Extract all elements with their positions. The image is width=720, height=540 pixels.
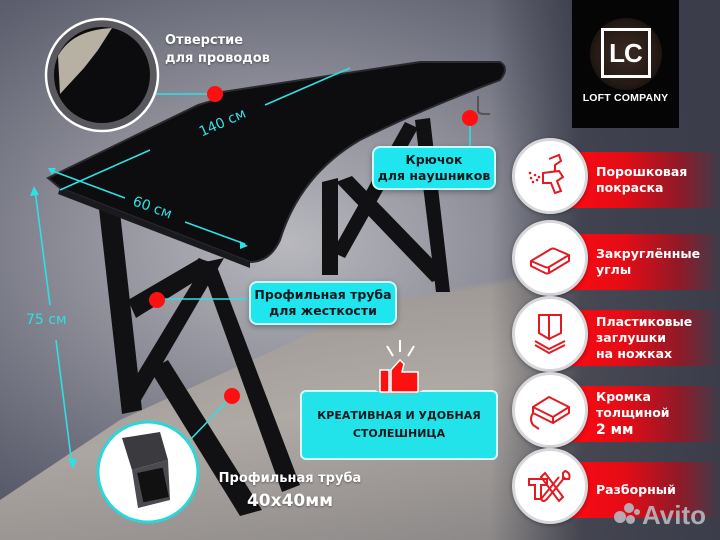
callout-line: для проводов [165,50,270,66]
tools-icon [528,469,571,503]
feature-label: Порошковая покраска [596,152,687,208]
desk-edge [58,188,250,268]
callout-line: Отверстие [165,33,244,48]
stiffener-pipe-callout: Профильная труба для жесткости [249,281,397,325]
feature-powder-coating: Порошковая покраска [512,138,720,216]
avito-watermark: Avito [614,500,706,531]
feature-line: толщиной [596,404,670,420]
feature-band [562,386,720,442]
logo-mark: LC [600,28,651,78]
feature-icon-circle [512,448,588,524]
feature-line: углы [596,262,632,277]
feature-rounded-corners: Закруглённые углы [512,220,720,298]
pipe-zoom [96,420,200,524]
cable-hole-callout: Отверстие для проводов [165,32,270,67]
logo-name: LOFT COMPANY [582,92,669,104]
height-dimension-label: 75 см [26,312,67,328]
avito-wordmark: Avito [642,500,707,530]
brand-logo: LC LOFT COMPANY [572,0,679,128]
feature-line: Разборный [596,481,676,497]
dimension-lines [34,67,351,466]
tabletop-badge: КРЕАТИВНАЯ И УДОБНАЯ СТОЛЕШНИЦА [300,390,498,460]
feature-plastic-caps: Пластиковые заглушки на ножках [512,296,720,374]
feature-line: Пластиковые [596,313,693,329]
headphone-hook-callout: Крючок для наушников [372,146,496,190]
connector-lines [153,93,471,441]
callout-line: для наушников [377,168,491,183]
marker-dots [149,86,478,404]
feature-line: 2 мм [596,422,634,439]
cable-hole-zoom [44,17,160,133]
feature-icon-circle [512,138,588,214]
feature-label: Закруглённые углы [596,234,700,290]
avito-dots-icon [614,502,640,529]
feature-line: Порошковая [596,163,688,179]
feature-collapsible: Разборный [512,448,720,526]
hook [477,96,490,115]
feature-line: Закруглённые [596,245,701,261]
feature-line: Кромка [596,388,651,404]
badge-line: КРЕАТИВНАЯ И УДОБНАЯ [317,409,481,423]
thumbs-up-icon [379,340,419,393]
dimension-arrowheads [30,168,248,469]
badge-line: СТОЛЕШНИЦА [352,427,446,440]
feature-label: Кромка толщиной 2 мм [596,386,670,442]
callout-line: Крючок [405,151,463,167]
feature-line: на ножках [596,346,673,362]
callout-line: Профильная труба [218,471,362,486]
edge-band-icon [530,396,570,430]
feature-line: заглушки [596,329,667,345]
feature-label: Разборный [596,462,676,518]
feature-band [562,234,720,290]
feature-icon-circle [512,220,588,296]
feature-band [562,310,720,366]
feature-icon-circle [512,296,588,372]
leg-cap-icon [534,314,566,355]
spray-gun-icon [528,153,565,195]
feature-icon-circle [512,372,588,448]
profile-pipe-callout: Профильная труба 40х40мм [210,470,370,512]
desk-top [46,61,506,264]
feature-band [562,152,720,208]
rounded-slab-icon [530,247,570,275]
feature-edge-thickness: Кромка толщиной 2 мм [512,372,720,450]
feature-label: Пластиковые заглушки на ножках [596,310,692,366]
callout-line: Профильная труба [254,286,392,302]
callout-line: для жесткости [269,303,377,318]
feature-line: покраска [596,180,664,195]
feature-band [562,462,720,518]
callout-line: 40х40мм [246,490,334,511]
